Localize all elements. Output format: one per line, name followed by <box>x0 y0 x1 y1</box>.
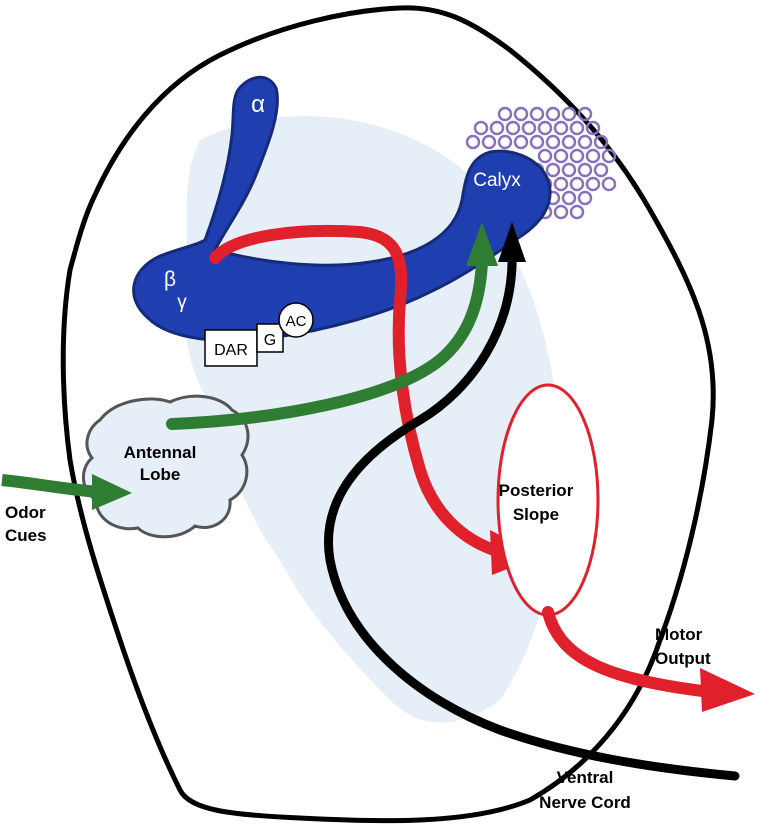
calyx-cell <box>513 106 529 122</box>
posterior-slope <box>496 383 600 617</box>
calyx-cell <box>585 148 601 164</box>
calyx-cell <box>529 134 545 150</box>
calyx-cell <box>521 120 537 136</box>
g-box <box>256 323 284 353</box>
calyx-cell <box>537 120 553 136</box>
motor-output-label-line2: Output <box>655 649 711 668</box>
calyx-cell <box>593 134 609 150</box>
odor-cues-arrow <box>1 474 101 498</box>
calyx-cell <box>569 176 585 192</box>
calyx-cell <box>577 190 593 206</box>
antennal-lobe-label-line2: Lobe <box>140 465 181 484</box>
odor-cues-arrowhead <box>92 474 132 510</box>
alpha-label: α <box>251 91 265 118</box>
calyx-cell <box>537 148 553 164</box>
calyx-cell <box>585 176 601 192</box>
odor-pathway-arrowhead <box>466 222 498 266</box>
calyx-cell <box>561 162 577 178</box>
calyx-cell <box>545 106 561 122</box>
motor-output-label-line1: Motor <box>655 625 703 644</box>
calyx-cell <box>545 134 561 150</box>
odor-cues-label-line2: Cues <box>5 526 47 545</box>
dar-box <box>204 329 258 367</box>
nerve-cord-arrowhead <box>498 222 526 262</box>
calyx-cell <box>553 148 569 164</box>
calyx-dendrites <box>465 106 617 220</box>
calyx-cell <box>473 120 489 136</box>
ventral-nerve-cord-label-line2: Nerve Cord <box>539 793 631 812</box>
posterior-slope-label-line2: Slope <box>513 505 559 524</box>
posterior-slope-label-line1: Posterior <box>499 481 574 500</box>
calyx-cell <box>561 190 577 206</box>
odor-pathway <box>166 256 488 430</box>
calyx-cell <box>569 148 585 164</box>
motor-output-pathway <box>542 606 716 698</box>
calyx-cell <box>577 106 593 122</box>
calyx-cell <box>561 106 577 122</box>
calyx-cell <box>561 134 577 150</box>
gamma-label: γ <box>177 292 187 313</box>
antennal-lobe <box>82 394 250 539</box>
odor-cues-label-line1: Odor <box>5 503 46 522</box>
calyx-cell <box>513 134 529 150</box>
beta-label: β <box>164 268 176 291</box>
motor-output-arrowhead <box>700 668 755 712</box>
ventral-nerve-cord <box>324 245 740 781</box>
calyx-cell <box>529 106 545 122</box>
calyx-label: Calyx <box>473 170 521 191</box>
calyx-cell <box>465 134 481 150</box>
dopamine-pathway <box>209 224 506 558</box>
calyx-cell <box>569 204 585 220</box>
calyx-cell <box>585 120 601 136</box>
calyx-cell <box>553 176 569 192</box>
ventral-nerve-cord-label-line1: Ventral <box>557 768 614 787</box>
calyx-cell <box>569 120 585 136</box>
calyx-cell <box>497 106 513 122</box>
g-label: G <box>264 332 276 349</box>
calyx-cell <box>545 162 561 178</box>
ac-label: AC <box>286 313 307 330</box>
calyx-cell <box>593 162 609 178</box>
calyx-cell <box>577 162 593 178</box>
calyx-cell <box>577 134 593 150</box>
dar-label: DAR <box>214 342 248 359</box>
calyx-cell <box>601 148 617 164</box>
calyx-cell <box>497 134 513 150</box>
calyx-cell <box>481 134 497 150</box>
calyx-cell <box>505 120 521 136</box>
antennal-lobe-label-line1: Antennal <box>124 443 197 462</box>
mushroom-body <box>132 75 552 342</box>
calyx-cell <box>553 120 569 136</box>
calyx-cell <box>489 120 505 136</box>
calyx-cell <box>553 204 569 220</box>
calyx-cell <box>601 176 617 192</box>
ac-circle <box>278 302 314 338</box>
